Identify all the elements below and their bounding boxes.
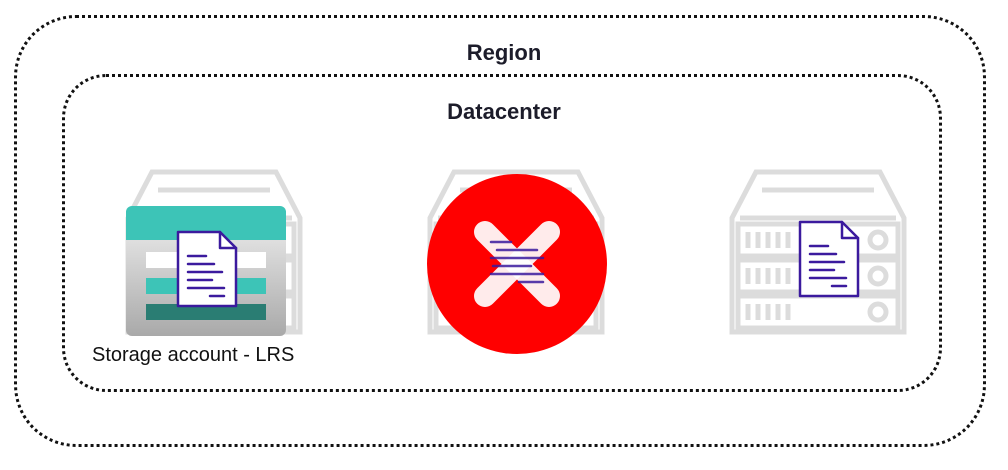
region-title: Region	[466, 40, 542, 65]
storage-account-label: Storage account - LRS	[92, 344, 295, 366]
failure-x-icon	[427, 174, 607, 354]
datacenter-title: Datacenter	[447, 99, 561, 124]
document-icon	[174, 228, 240, 310]
region-boundary	[14, 15, 986, 447]
datacenter-boundary	[62, 74, 942, 392]
document-icon	[796, 218, 862, 300]
